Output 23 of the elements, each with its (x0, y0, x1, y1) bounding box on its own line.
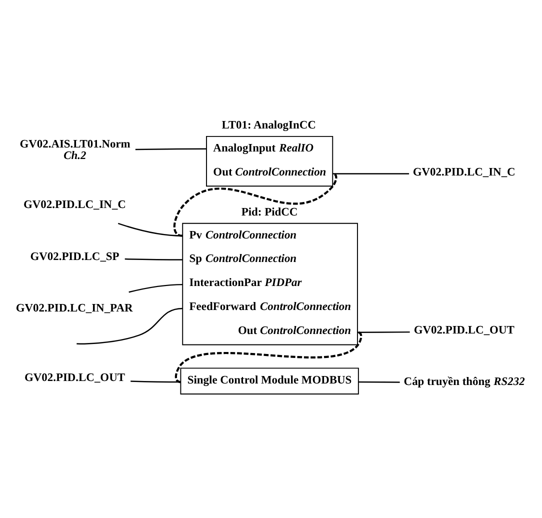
connector (174, 331, 362, 384)
connector (128, 284, 183, 293)
node-text: GV02.PID.LC_IN_C (24, 199, 126, 212)
node-text: GV02.PID.LC_IN_PAR (16, 302, 133, 314)
node-label: Ch.2 (64, 150, 86, 162)
node-text: GV02.PID.LC_OUT (414, 324, 514, 336)
connector (76, 308, 183, 344)
connector (332, 173, 410, 174)
connector (358, 381, 400, 383)
node-text: GV02.PID.LC_OUT (24, 372, 126, 384)
connector (173, 172, 338, 237)
node-text: Cáp truyền thông RS232 (404, 376, 525, 388)
connector (124, 258, 183, 260)
node-text: GV02.PID.LC_SP (30, 250, 120, 263)
connector (135, 148, 206, 150)
connector (357, 331, 410, 333)
node-label: LT01: AnalogInCC (222, 119, 316, 132)
node-label: Pid: PidCC (241, 206, 298, 218)
node-text: GV02.AIS.LT01.Norm (20, 138, 130, 151)
node-box: Single Control Module MODBUS (180, 368, 359, 394)
node-box: Pv ControlConnection Sp ControlConnection InteractionPar PIDPar FeedForward ControlConnection Out ControlConnection (182, 222, 358, 346)
node-text: GV02.PID.LC_IN_C (412, 166, 516, 179)
node-box: AnalogInput RealIO Out ControlConnection (206, 136, 334, 187)
